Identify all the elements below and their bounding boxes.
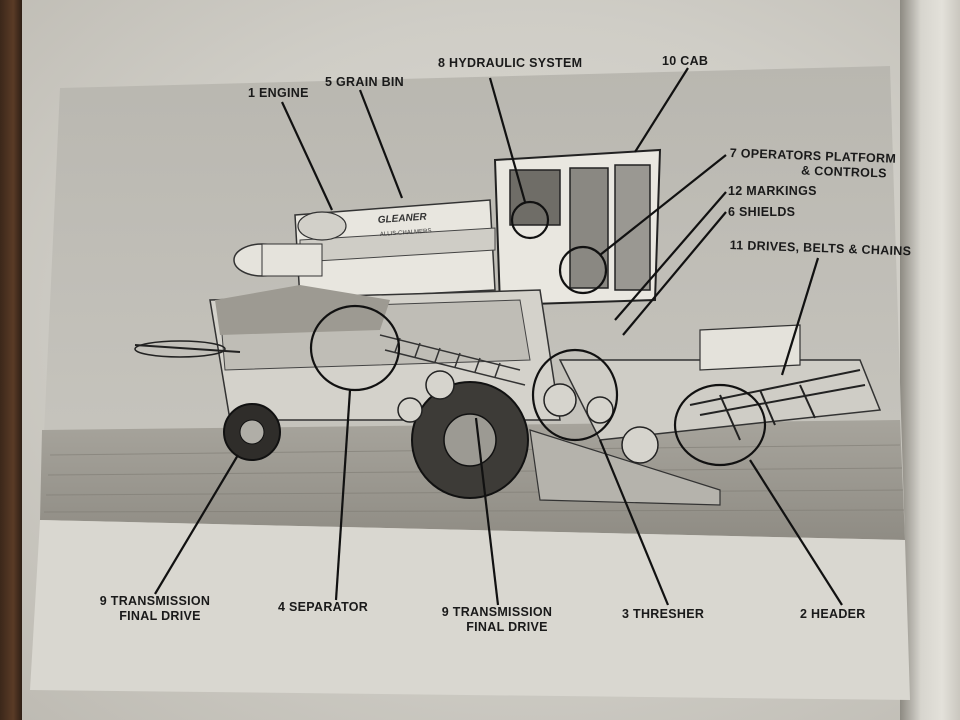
callout-circle-header (673, 383, 767, 467)
leader-grain-bin (358, 89, 404, 199)
leader-engine (281, 101, 333, 211)
leader-header (749, 459, 843, 606)
label-cab: 10 CAB (662, 54, 709, 68)
wooden-table-edge (0, 0, 22, 720)
label-engine: 1 ENGINE (248, 86, 309, 100)
label-separator: 4 SEPARATOR (278, 600, 369, 614)
label-transmission-left: 9 TRANSMISSION FINAL DRIVE (80, 594, 230, 624)
leader-thresher (598, 439, 670, 606)
label-header: 2 HEADER (800, 607, 866, 621)
leader-shields (622, 211, 727, 336)
book-spine (900, 0, 960, 720)
callout-circle-thresher (531, 348, 619, 442)
leader-operators (599, 154, 727, 256)
label-trans-mid-line1: 9 TRANSMISSION (441, 605, 553, 619)
leader-hydraulic (488, 77, 527, 203)
callout-circle-hydraulic (510, 200, 550, 240)
combine-harvester: GLEANER ALLIS-CHALMERS (134, 148, 882, 506)
label-thresher: 3 THRESHER (622, 607, 705, 621)
text-area-below-photo (30, 520, 910, 700)
label-grain-bin: 5 GRAIN BIN (325, 75, 405, 89)
label-hydraulic-system: 8 HYDRAULIC SYSTEM (438, 56, 583, 70)
label-trans-left-line1: 9 TRANSMISSION (99, 594, 211, 608)
label-transmission-mid: 9 TRANSMISSION FINAL DRIVE (422, 605, 572, 635)
leader-cab (634, 67, 689, 153)
leader-drives (780, 257, 820, 376)
leader-separator (334, 389, 352, 601)
callout-circle-separator (309, 304, 401, 392)
label-trans-mid-line2: FINAL DRIVE (466, 620, 548, 634)
label-markings: 12 MARKINGS (728, 184, 817, 198)
leader-trans-left (154, 454, 239, 595)
brand-text: GLEANER (377, 212, 427, 226)
maker-text: ALLIS-CHALMERS (380, 228, 432, 238)
label-trans-left-line2: FINAL DRIVE (119, 609, 201, 623)
label-shields: 6 SHIELDS (728, 205, 796, 219)
leader-trans-mid (474, 417, 500, 606)
label-operators-platform: 7 OPERATORS PLATFORM & CONTROLS (729, 146, 897, 182)
callout-circle-operators (558, 245, 608, 295)
leader-markings (614, 191, 727, 321)
